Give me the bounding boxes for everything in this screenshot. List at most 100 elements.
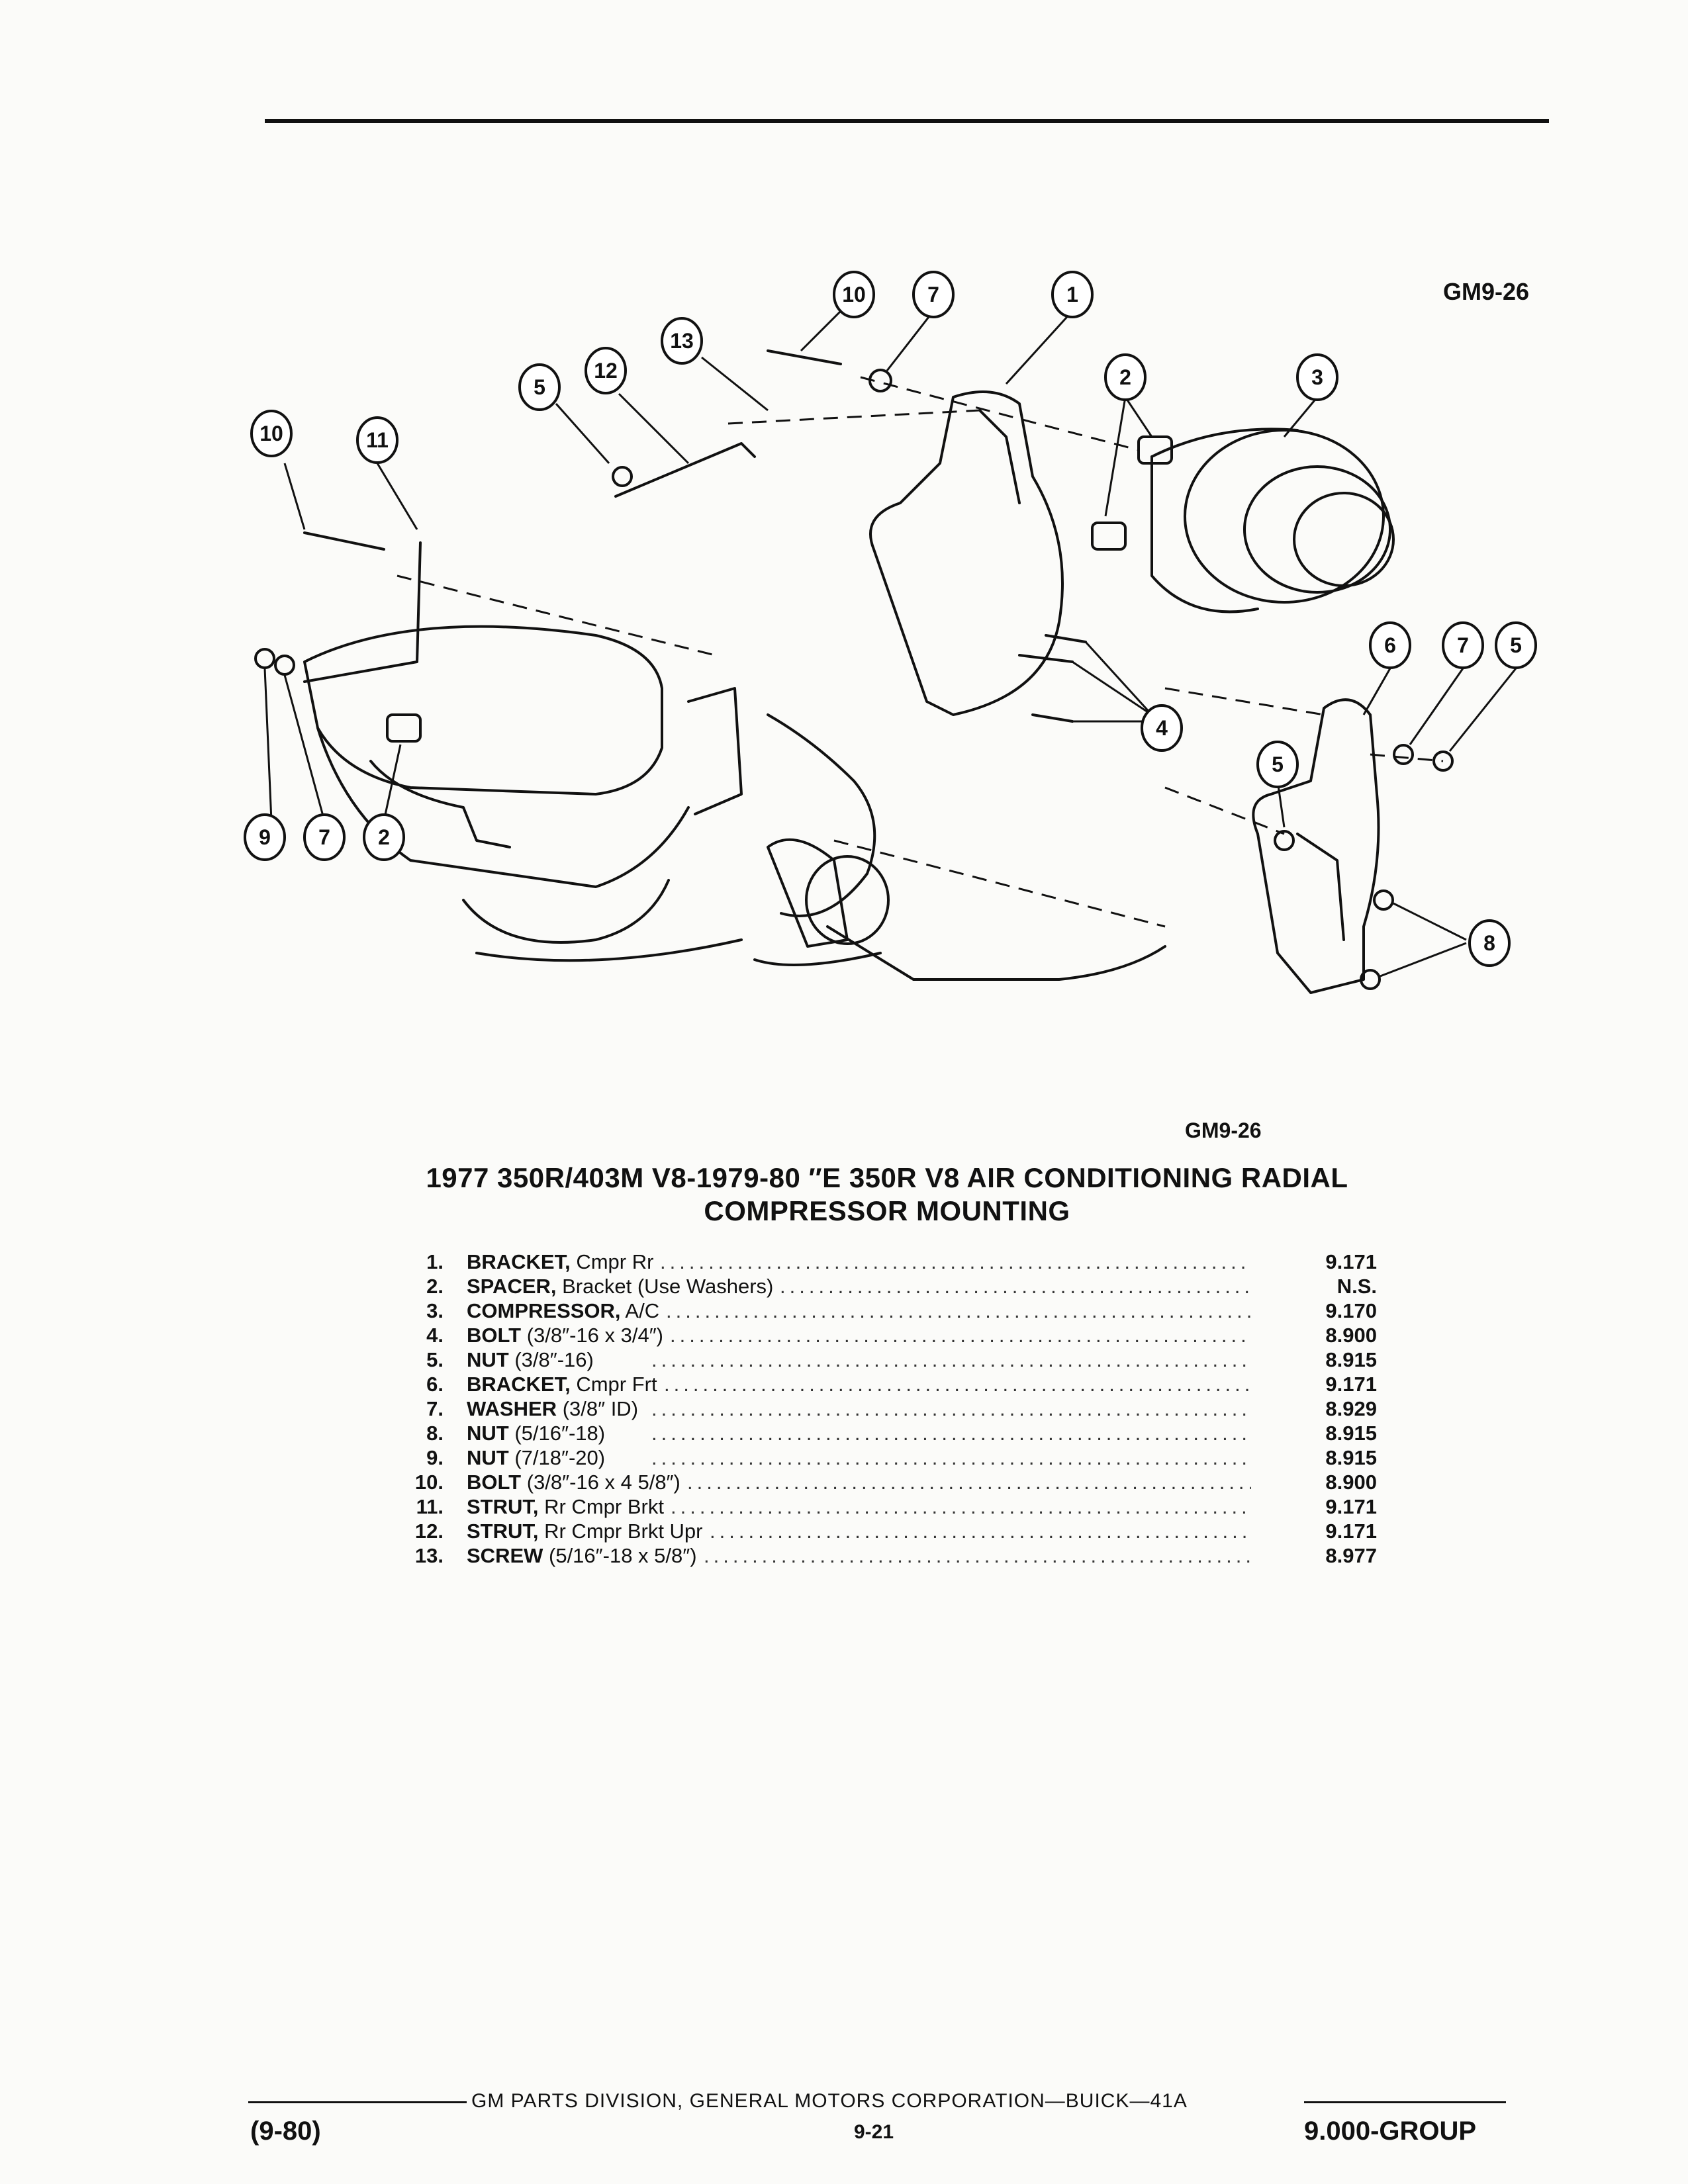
parts-row: 8. NUT (5/16″-18)........................… xyxy=(397,1421,1377,1445)
callout-2: 2 xyxy=(363,813,405,861)
part-name-bold: SCREW xyxy=(467,1544,543,1567)
footer-group: 9.000-GROUP xyxy=(1304,2116,1477,2146)
callout-4: 4 xyxy=(1141,704,1183,752)
part-name: COMPRESSOR, A/C xyxy=(467,1298,659,1323)
svg-text:12: 12 xyxy=(594,359,618,383)
part-name-bold: STRUT, xyxy=(467,1495,539,1518)
svg-text:10: 10 xyxy=(842,283,866,306)
svg-text:1: 1 xyxy=(1066,283,1078,306)
nut-9 xyxy=(254,648,275,669)
dot-leader: ........................................… xyxy=(671,1495,1251,1518)
svg-text:6: 6 xyxy=(1384,633,1396,657)
dot-leader: ........................................… xyxy=(660,1250,1251,1273)
callout-13: 13 xyxy=(661,317,703,365)
title-line-2: COMPRESSOR MOUNTING xyxy=(704,1195,1070,1226)
callout-2: 2 xyxy=(1104,353,1147,401)
title-line-1: 1977 350R/403M V8-1979-80 ″E 350R V8 AIR… xyxy=(426,1162,1348,1193)
footer-rule-right xyxy=(1304,2101,1506,2103)
callout-9: 9 xyxy=(244,813,286,861)
parts-row: 12. STRUT, Rr Cmpr Brkt Upr..............… xyxy=(397,1519,1377,1543)
callout-5: 5 xyxy=(1256,741,1299,788)
dot-leader: ........................................… xyxy=(651,1446,1251,1469)
part-group-number: 8.915 xyxy=(1325,1422,1377,1445)
dot-leader: ........................................… xyxy=(651,1422,1251,1445)
part-name: NUT (5/16″-18) xyxy=(467,1421,605,1445)
part-name-bold: BOLT xyxy=(467,1324,522,1347)
front-bracket xyxy=(1252,698,1380,994)
footer-date-code: (9-80) xyxy=(250,2116,321,2146)
part-name-bold: SPACER, xyxy=(467,1275,557,1298)
callout-6: 6 xyxy=(1369,621,1411,669)
part-name: STRUT, Rr Cmpr Brkt xyxy=(467,1494,664,1519)
dot-leader: ........................................… xyxy=(651,1348,1251,1371)
svg-text:5: 5 xyxy=(1272,752,1284,776)
part-group-number: 8.929 xyxy=(1325,1397,1377,1420)
svg-text:7: 7 xyxy=(927,283,939,306)
part-group-number: N.S. xyxy=(1336,1275,1377,1298)
figure-code-caption: GM9-26 xyxy=(1185,1118,1262,1142)
svg-text:3: 3 xyxy=(1311,365,1323,389)
part-name-bold: COMPRESSOR, xyxy=(467,1299,621,1322)
part-name: BOLT (3/8″-16 x 3/4″) xyxy=(467,1323,663,1347)
part-name-bold: WASHER xyxy=(467,1397,557,1420)
part-number: 6. xyxy=(426,1373,444,1396)
parts-row: 6.BRACKET, Cmpr Frt.....................… xyxy=(397,1372,1377,1396)
dot-leader: ........................................… xyxy=(710,1520,1251,1543)
part-name: SPACER, Bracket (Use Washers) xyxy=(467,1274,773,1298)
callout-10: 10 xyxy=(250,410,293,457)
part-description: (5/16″-18 x 5/8″) xyxy=(543,1544,697,1567)
part-number: 1. xyxy=(426,1250,444,1273)
part-name-bold: BOLT xyxy=(467,1471,522,1494)
part-number: 4. xyxy=(426,1324,444,1347)
parts-row: 10.BOLT (3/8″-16 x 4 5/8″)..............… xyxy=(397,1470,1377,1494)
part-name-bold: NUT xyxy=(467,1348,509,1371)
svg-text:7: 7 xyxy=(1457,633,1469,657)
footer-rule-left xyxy=(248,2101,467,2103)
parts-row: 3.COMPRESSOR, A/C.......................… xyxy=(397,1298,1377,1323)
nut-5-mid xyxy=(1274,830,1295,851)
callout-5: 5 xyxy=(1495,621,1537,669)
part-number: 5. xyxy=(426,1348,444,1371)
part-description: (3/8″-16) xyxy=(508,1348,594,1371)
parts-row: 7.WASHER (3/8″ ID)......................… xyxy=(397,1396,1377,1421)
part-description: Cmpr Rr xyxy=(570,1250,654,1273)
callout-7: 7 xyxy=(303,813,346,861)
part-description: (3/8″ ID) xyxy=(557,1397,639,1420)
part-number: 8. xyxy=(426,1422,444,1445)
bolt-4a xyxy=(1045,634,1087,643)
spacer-2b xyxy=(1091,522,1127,551)
svg-text:2: 2 xyxy=(378,825,390,849)
part-number: 10. xyxy=(414,1471,444,1494)
part-name: STRUT, Rr Cmpr Brkt Upr xyxy=(467,1519,703,1543)
dot-leader: ........................................… xyxy=(664,1373,1251,1396)
svg-text:7: 7 xyxy=(318,825,330,849)
part-name-bold: NUT xyxy=(467,1446,509,1469)
part-description: Rr Cmpr Brkt Upr xyxy=(538,1520,703,1543)
parts-row: 13.SCREW (5/16″-18 x 5/8″)..............… xyxy=(397,1543,1377,1568)
callout-12: 12 xyxy=(585,347,627,394)
bolt-10-upper xyxy=(767,349,842,365)
part-group-number: 8.900 xyxy=(1325,1324,1377,1347)
dot-leader: ........................................… xyxy=(687,1471,1251,1494)
footer-page-number: 9-21 xyxy=(854,2121,894,2143)
strut-12 xyxy=(614,442,756,498)
parts-row: 4.BOLT (3/8″-16 x 3/4″).................… xyxy=(397,1323,1377,1347)
callout-5: 5 xyxy=(518,363,561,411)
part-number: 11. xyxy=(416,1495,444,1518)
nut-5-upper xyxy=(612,466,633,487)
svg-text:2: 2 xyxy=(1119,365,1131,389)
part-number: 12. xyxy=(414,1520,444,1543)
part-group-number: 9.171 xyxy=(1325,1520,1377,1543)
part-name-bold: BRACKET, xyxy=(467,1250,571,1273)
svg-text:4: 4 xyxy=(1156,716,1168,740)
water-pump-pulley xyxy=(805,855,890,945)
nut-8a xyxy=(1373,889,1394,911)
part-group-number: 8.915 xyxy=(1325,1446,1377,1469)
washer-7-left xyxy=(274,655,295,676)
callout-3: 3 xyxy=(1296,353,1338,401)
part-number: 2. xyxy=(426,1275,444,1298)
parts-row: 2.SPACER, Bracket (Use Washers).........… xyxy=(397,1274,1377,1298)
part-group-number: 9.171 xyxy=(1325,1373,1377,1396)
part-group-number: 9.171 xyxy=(1325,1250,1377,1273)
